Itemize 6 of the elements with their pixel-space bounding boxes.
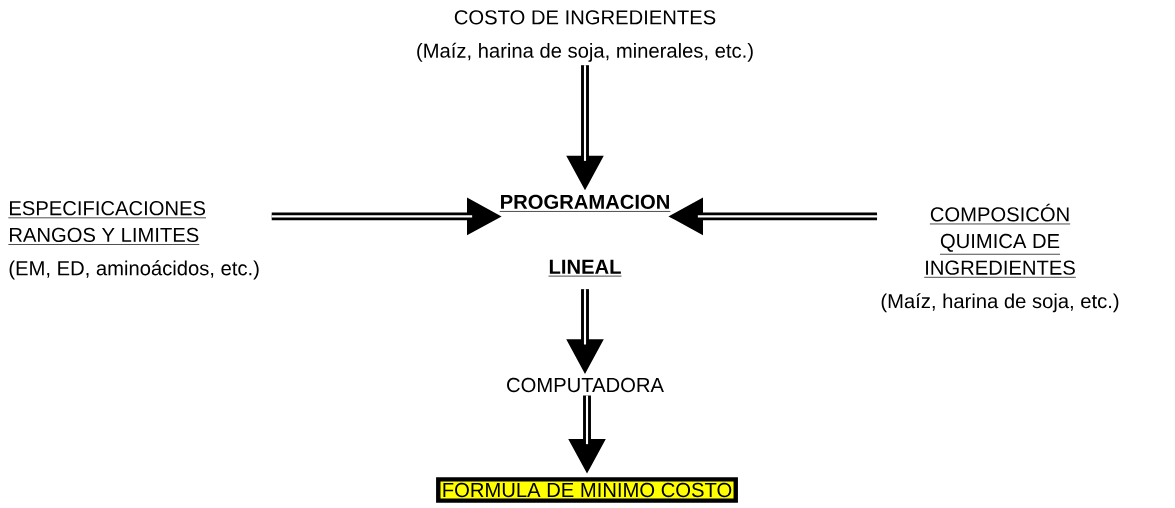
process-label: PROGRAMACION LINEAL	[499, 194, 671, 277]
computer-label: COMPUTADORA	[507, 377, 664, 393]
input-label: COSTO DE INGREDIENTES (Maíz, harina de soja, minerales, etc.)	[417, 10, 753, 62]
result-box: FORMULA DE MINIMO COSTO	[436, 477, 738, 503]
input-label: COMPOSICÓN QUIMICA DE INGREDIENTES (Maíz, harina de soja, etc.)	[881, 203, 1119, 313]
input-label: ESPECIFICACIONES RANGOS Y LIMITES (EM, ED, aminoácidos, etc.)	[8, 201, 259, 280]
